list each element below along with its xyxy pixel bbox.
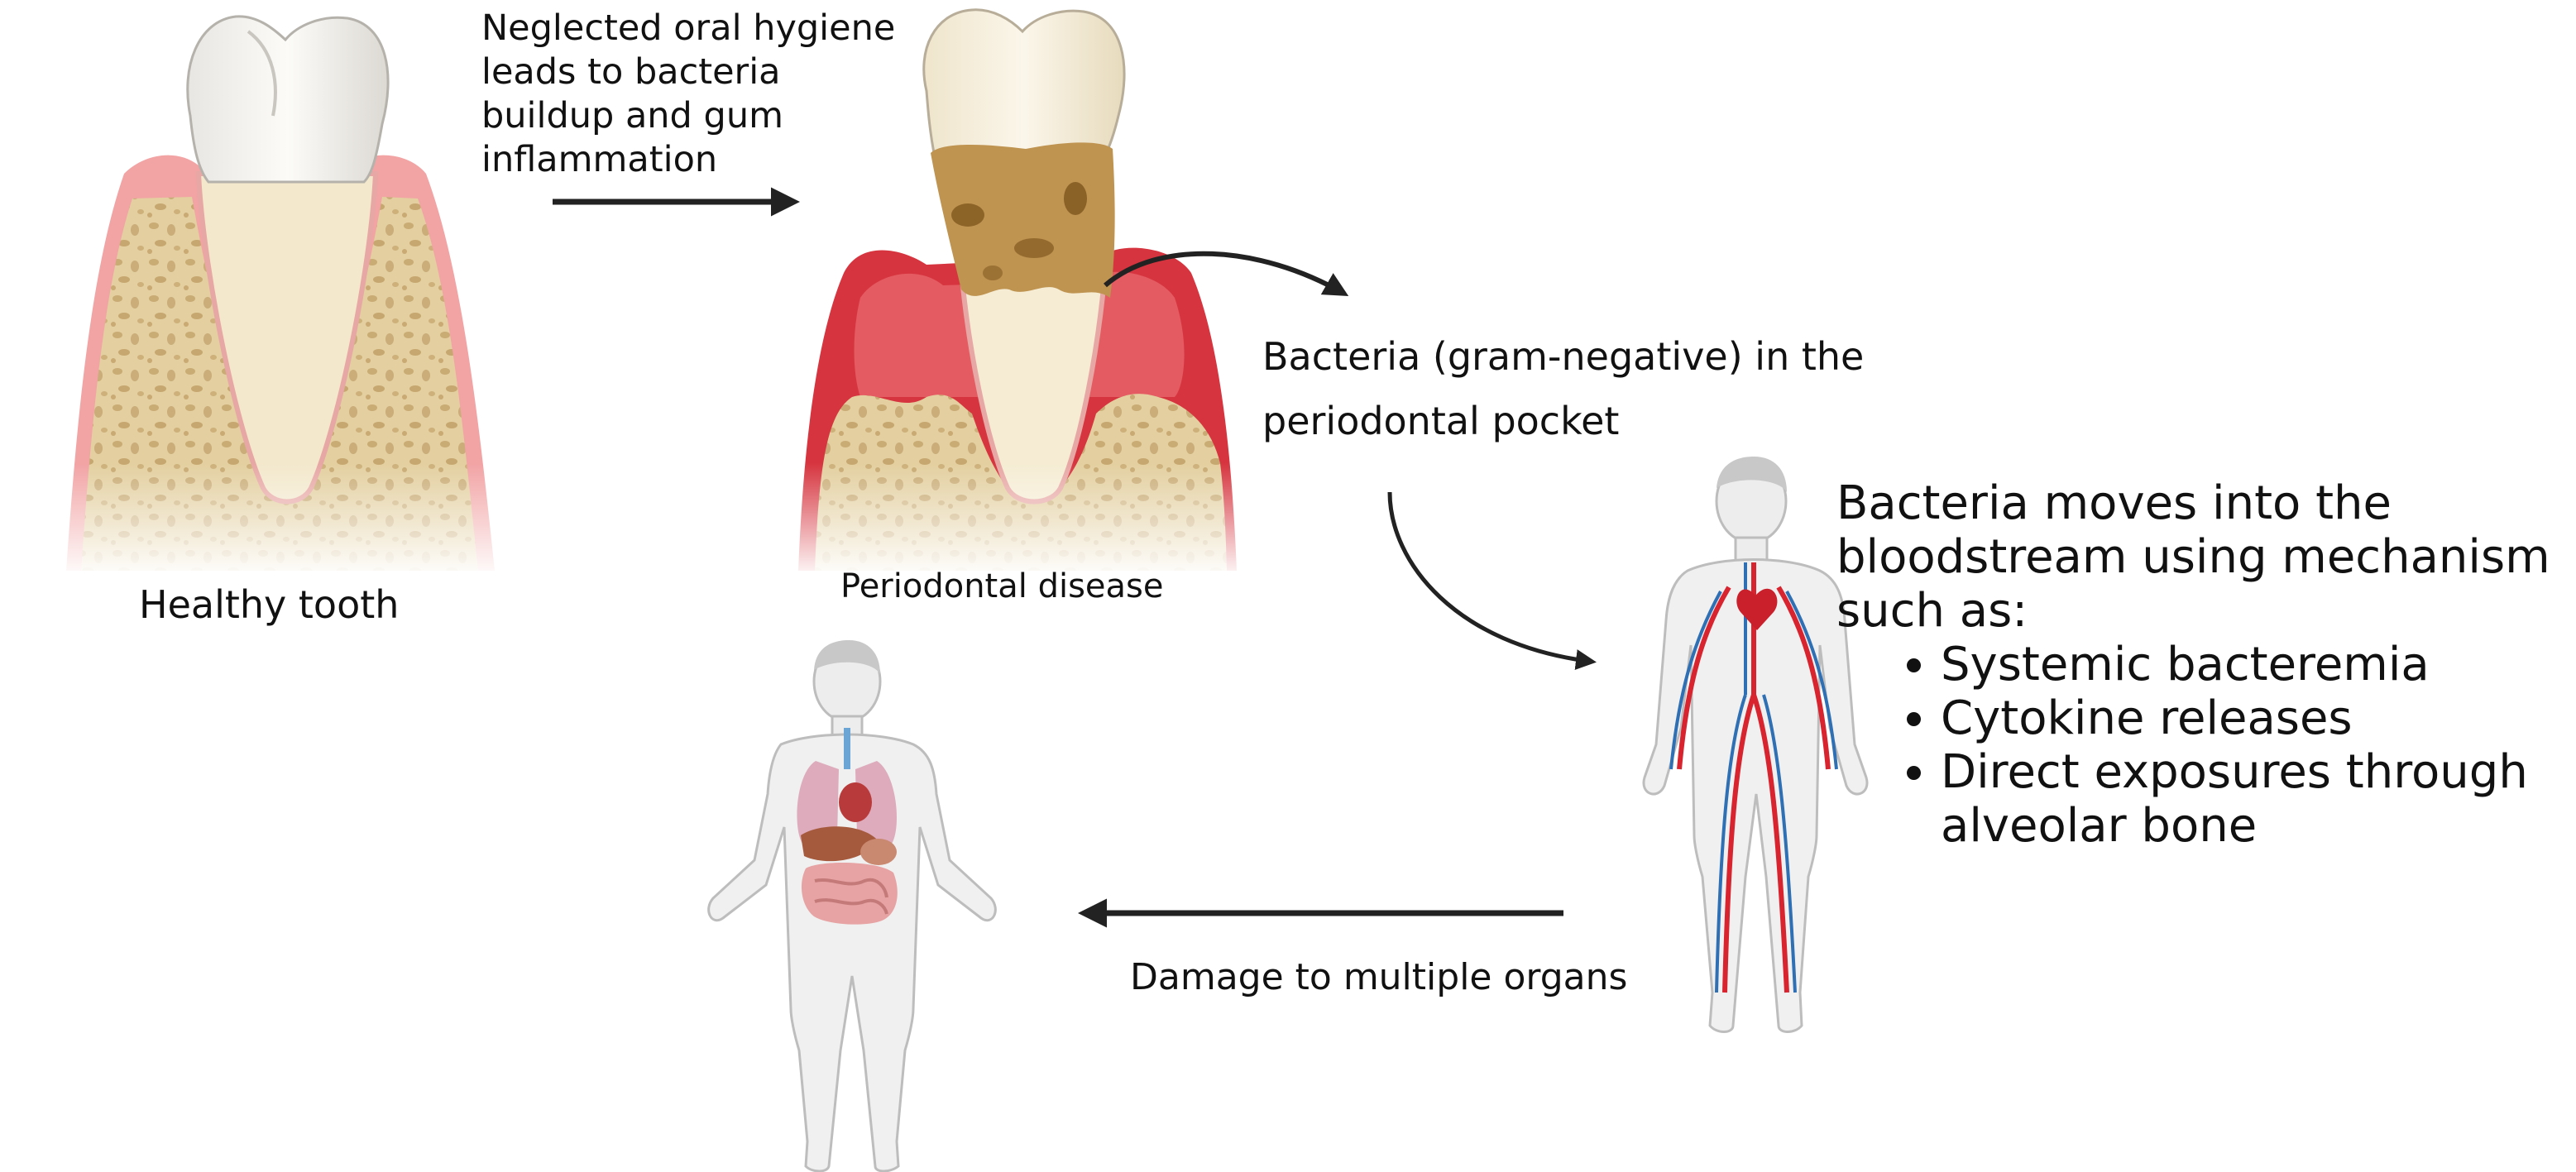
perio-crown: [924, 10, 1124, 157]
mechanism-item: Direct exposures through alveolar bone: [1941, 745, 2573, 853]
trachea: [844, 728, 850, 769]
mechanism-intro: Bacteria moves into the bloodstream usin…: [1836, 476, 2573, 638]
heart-organ: [839, 782, 872, 822]
damage-organs-label: Damage to multiple organs: [1130, 956, 1627, 998]
bacteria-pocket-label: Bacteria (gram-negative) in the periodon…: [1262, 324, 1924, 453]
mechanism-block: Bacteria moves into the bloodstream usin…: [1836, 476, 2573, 853]
mechanism-item: Cytokine releases: [1941, 691, 2573, 745]
circulatory-body-illustration: [1644, 457, 1867, 1032]
step1-label: Neglected oral hygiene leads to bacteria…: [481, 7, 912, 182]
mechanism-item: Systemic bacteremia: [1941, 638, 2573, 691]
healthy-tooth-illustration: [50, 17, 513, 579]
mechanism-list: Systemic bacteremia Cytokine releases Di…: [1836, 638, 2573, 853]
organs-body-illustration: [709, 640, 996, 1171]
stomach: [860, 839, 897, 865]
healthy-crown: [188, 17, 388, 182]
arrow-to-bloodstream: [1390, 492, 1592, 662]
intestines: [802, 863, 898, 925]
periodontal-disease-label: Periodontal disease: [840, 567, 1164, 605]
healthy-tooth-label: Healthy tooth: [139, 582, 399, 627]
